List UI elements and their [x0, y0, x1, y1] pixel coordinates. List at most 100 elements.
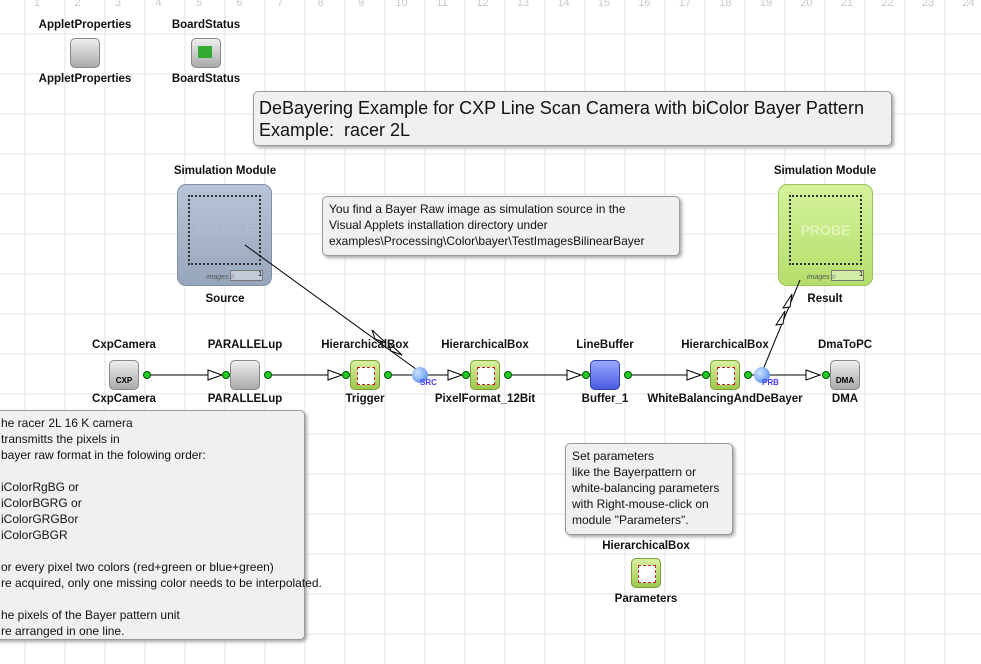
ruler-tick: 23 [921, 0, 935, 9]
icon-text: CXP [115, 376, 133, 385]
probe-module[interactable]: PROBE images # 1 [778, 184, 873, 286]
module-type-label: HierarchicalBox [681, 339, 769, 351]
ruler-tick: 19 [759, 0, 773, 9]
module-name-label: Buffer_1 [581, 393, 629, 405]
ruler-tick: 1 [33, 0, 41, 9]
arrow-head [387, 341, 403, 356]
arrow-head [327, 369, 344, 381]
src-probe-point[interactable] [412, 367, 428, 383]
module-name-label: PixelFormat_12Bit [434, 393, 536, 405]
hierarchical-box-icon[interactable] [350, 360, 380, 390]
line-buffer-icon[interactable] [590, 360, 620, 390]
parallel-up-icon[interactable] [230, 360, 260, 390]
ruler-tick: 13 [516, 0, 530, 9]
output-port[interactable] [504, 371, 512, 379]
source-module[interactable]: SOURCE images # 1 [177, 184, 272, 286]
probe-link-result [761, 279, 801, 373]
arrow-head [371, 329, 387, 344]
module-name-label: AppletProperties [38, 73, 132, 85]
module-name-label: Trigger [345, 393, 385, 405]
module-name-label: WhiteBalancingAndDeBayer [647, 393, 803, 405]
probe-link-source [244, 244, 421, 373]
source-type-label: Simulation Module [173, 165, 277, 177]
ruler-tick: 17 [678, 0, 692, 9]
title-line-2: Example: racer 2L [259, 120, 411, 140]
images-label: images # [206, 274, 235, 281]
source-screen: SOURCE [188, 195, 261, 265]
board-status-icon[interactable] [191, 38, 221, 68]
input-port[interactable] [822, 371, 830, 379]
icon-text: DMA [835, 376, 855, 385]
hierarchical-box-icon[interactable] [710, 360, 740, 390]
module-name-label: BoardStatus [171, 73, 241, 85]
arrow-head [566, 369, 583, 381]
ruler-tick: 16 [638, 0, 651, 9]
ruler-tick: 18 [719, 0, 732, 9]
module-type-label: HierarchicalBox [321, 339, 409, 351]
ruler-tick: 11 [436, 0, 448, 9]
module-name-label: DMA [831, 393, 859, 405]
input-port[interactable] [582, 371, 590, 379]
ruler-tick: 12 [476, 0, 489, 9]
images-count[interactable]: 1 [831, 270, 864, 281]
images-label: images # [807, 274, 836, 281]
output-port[interactable] [624, 371, 632, 379]
images-count[interactable]: 1 [230, 270, 263, 281]
hierarchical-box-icon[interactable] [470, 360, 500, 390]
ruler-tick: 14 [557, 0, 570, 9]
source-name-label: Source [205, 293, 245, 305]
ruler-tick: 2 [74, 0, 81, 9]
dma-icon[interactable]: DMA [830, 360, 860, 390]
probe-screen: PROBE [789, 195, 862, 265]
ruler-tick: 22 [881, 0, 894, 9]
output-port[interactable] [143, 371, 151, 379]
source-note[interactable]: You find a Bayer Raw image as simulation… [322, 196, 680, 256]
ruler-tick: 21 [840, 0, 854, 9]
module-type-label: PARALLELup [207, 339, 283, 351]
src-tag: SRC [420, 378, 437, 387]
module-type-label: BoardStatus [171, 19, 241, 31]
output-port[interactable] [264, 371, 272, 379]
module-name-label: Parameters [614, 593, 678, 605]
ruler-tick: 7 [276, 0, 284, 9]
ruler-tick: 20 [800, 0, 813, 9]
ruler-tick: 6 [236, 0, 243, 9]
title-comment-box[interactable]: DeBayering Example for CXP Line Scan Cam… [253, 91, 892, 146]
module-name-label: CxpCamera [92, 393, 156, 405]
input-port[interactable] [222, 371, 230, 379]
module-type-label: HierarchicalBox [441, 339, 529, 351]
ruler-tick: 3 [114, 0, 122, 9]
cxp-camera-icon[interactable]: CXP [109, 360, 139, 390]
hierarchical-box-icon[interactable] [631, 558, 661, 588]
module-type-label: HierarchicalBox [602, 540, 690, 552]
output-port[interactable] [384, 371, 392, 379]
arrow-head [447, 369, 464, 381]
arrow-head [781, 293, 793, 309]
probe-type-label: Simulation Module [773, 165, 877, 177]
ruler-tick: 5 [195, 0, 203, 9]
prb-probe-point[interactable] [754, 367, 770, 383]
input-port[interactable] [462, 371, 470, 379]
output-port[interactable] [744, 371, 752, 379]
probe-name-label: Result [807, 293, 843, 305]
arrow-head [805, 369, 822, 381]
prb-tag: PRB [762, 378, 779, 387]
parameters-note[interactable]: Set parameters like the Bayerpattern or … [565, 443, 733, 535]
module-type-label: LineBuffer [576, 339, 634, 351]
title-line-1: DeBayering Example for CXP Line Scan Cam… [259, 98, 864, 118]
module-name-label: PARALLELup [207, 393, 283, 405]
arrow-head [774, 310, 786, 326]
ruler-tick: 15 [597, 0, 611, 9]
ruler-tick: 24 [962, 0, 975, 9]
applet-properties-icon[interactable] [70, 38, 100, 68]
ruler-tick: 10 [395, 0, 408, 9]
module-type-label: CxpCamera [92, 339, 156, 351]
module-type-label: AppletProperties [38, 19, 132, 31]
ruler-tick: 9 [357, 0, 365, 9]
input-port[interactable] [702, 371, 710, 379]
arrow-head [207, 369, 224, 381]
ruler-tick: 8 [317, 0, 324, 9]
input-port[interactable] [342, 371, 350, 379]
camera-note[interactable]: he racer 2L 16 K camera transmitts the p… [0, 410, 322, 640]
